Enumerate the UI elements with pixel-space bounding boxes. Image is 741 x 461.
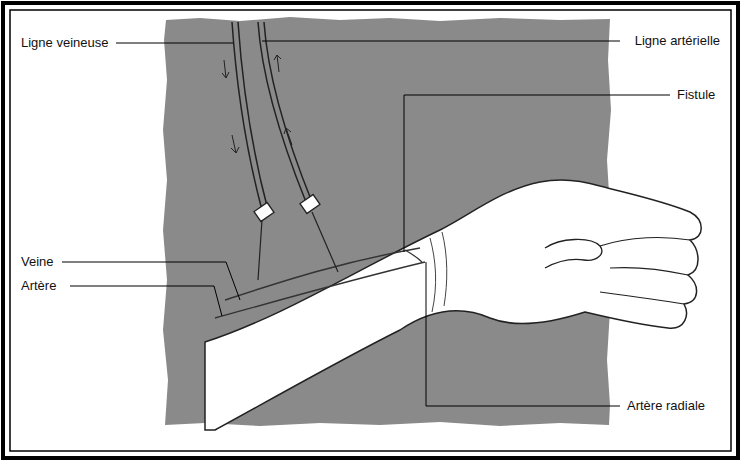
flow-arrows: [222, 55, 292, 153]
label-venous-line: Ligne veineuse: [20, 35, 109, 50]
venous-needle-hub: [254, 202, 274, 221]
fingers: [600, 238, 690, 304]
arterial-needle-hub: [300, 194, 320, 213]
label-radial-artery: Artère radiale: [626, 398, 706, 413]
leader-lines: [62, 41, 670, 406]
arterial-tube: [258, 22, 312, 202]
thumb: [545, 239, 602, 268]
forearm: [205, 180, 701, 430]
venous-tube: [232, 22, 268, 210]
label-arterial-line: Ligne artérielle: [634, 33, 721, 48]
label-fistula: Fistule: [676, 87, 716, 102]
label-vein: Veine: [20, 254, 55, 269]
wrist-crease: [430, 232, 447, 312]
fistula: [405, 250, 422, 262]
frame-inner: [10, 10, 731, 451]
artery: [215, 262, 425, 318]
vein: [225, 248, 420, 300]
frame-outer: [3, 3, 738, 458]
needles: [258, 212, 338, 280]
label-artery: Artère: [20, 278, 57, 293]
